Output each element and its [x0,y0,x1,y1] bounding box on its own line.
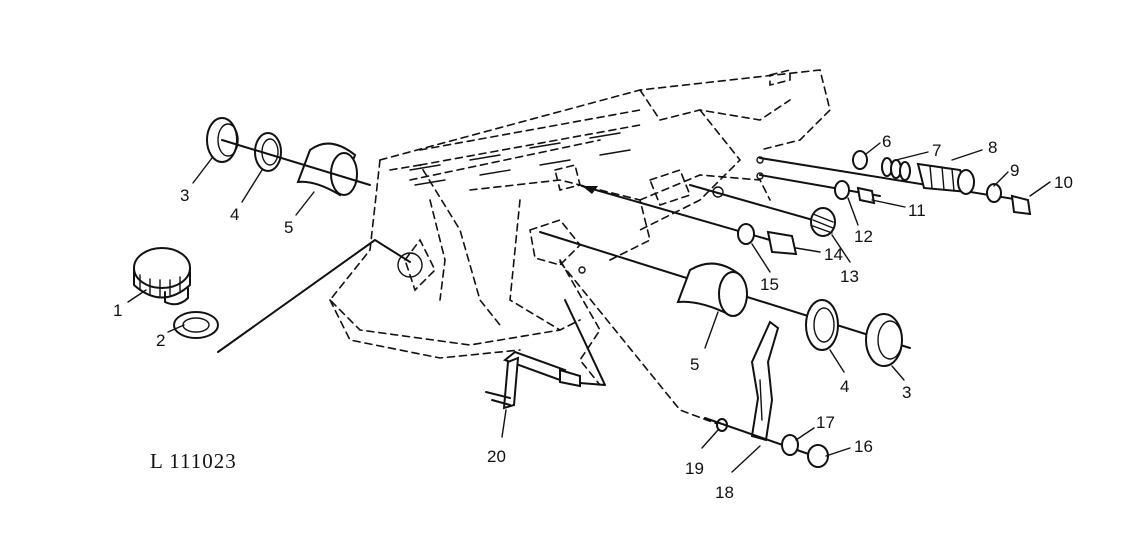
part-11-plug [856,186,876,205]
part-2-washer [173,311,219,339]
callout-3-lower: 3 [902,383,911,402]
callout-2: 2 [156,331,165,350]
callout-15: 15 [760,275,779,294]
part-4-ring-lower [805,299,839,351]
leader-20-to-housing [564,299,606,386]
part-13-spring-plug [810,207,836,237]
part-6-washer [852,150,868,170]
axis-upper-left [221,139,371,186]
part-3-seal-lower [865,313,903,367]
axis-6-10 [759,157,1021,201]
part-8-valve-body [916,162,975,195]
part-10-plug [1010,194,1032,216]
callout-14: 14 [824,245,843,264]
part-7-spring [881,157,911,181]
callout-18: 18 [715,483,734,502]
part-18-lever [750,320,780,442]
part-15-washer [737,223,755,245]
housing-outline [328,68,831,386]
leader-19-to-housing [559,261,721,426]
callout-9: 9 [1010,161,1019,180]
leader-fill-port [217,239,411,353]
part-4-ring-upper [254,132,282,172]
part-20-pin-bracket [485,350,581,410]
drawing-code: L 111023 [150,449,237,473]
callout-8: 8 [988,138,997,157]
part-11-washer [834,180,850,200]
part-5-bushing-lower [676,262,748,317]
callout-12: 12 [854,227,873,246]
part-17-washer [781,434,799,456]
callout-4: 4 [230,205,239,224]
callout-5: 5 [284,218,293,237]
axis-12-13 [689,184,821,223]
callout-1: 1 [113,301,122,320]
callout-19: 19 [685,459,704,478]
callout-20: 20 [487,447,506,466]
callout-13: 13 [840,267,859,286]
callout-11: 11 [908,201,926,220]
callout-16: 16 [854,437,873,456]
callout-10: 10 [1054,173,1073,192]
part-9-washer [986,183,1002,203]
callout-4-lower: 4 [840,377,849,396]
callout-5-lower: 5 [690,355,699,374]
callout-17: 17 [816,413,835,432]
callout-7: 7 [932,141,941,160]
part-1-filler-cap [133,247,191,306]
part-16-nut [807,444,829,468]
callout-3: 3 [180,186,189,205]
callout-leaders [127,142,1051,473]
axis-16-19 [704,417,821,459]
part-14-plug [766,230,798,256]
callout-6: 6 [882,132,891,151]
part-5-bushing-upper [296,142,358,197]
